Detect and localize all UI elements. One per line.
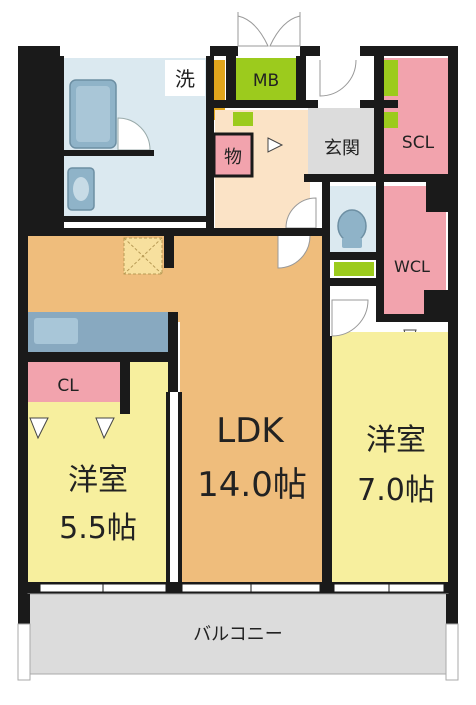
- cl-label: CL: [57, 376, 79, 396]
- ldk-size: 14.0帖: [197, 465, 307, 505]
- mb-box: [235, 58, 297, 100]
- east-bedroom-name: 洋室: [366, 423, 426, 458]
- ldk-name: LDK: [216, 411, 285, 451]
- east-bedroom-size: 7.0帖: [357, 473, 435, 508]
- toilet: [337, 209, 367, 243]
- south-windows: [39, 583, 445, 593]
- top-entrance-door: [237, 12, 301, 48]
- storage-label-2: 物: [224, 147, 242, 168]
- wash-label: 洗: [175, 67, 195, 91]
- entrance-label: 玄関: [324, 138, 360, 159]
- east-bedroom: [332, 332, 448, 582]
- arrow-marker: [267, 137, 284, 153]
- balcony-label: バルコニー: [193, 624, 283, 645]
- green-strip-hall: [233, 112, 253, 126]
- entrance-area: [308, 108, 376, 180]
- wcl-label: WCL: [394, 257, 430, 276]
- ldk-area: [28, 236, 322, 582]
- west-bedroom-name: 洋室: [68, 463, 128, 498]
- balcony-rail: [18, 594, 30, 624]
- scl-label: SCL: [402, 133, 435, 153]
- mb-label: MB: [253, 71, 279, 91]
- cl-closet: [28, 362, 120, 402]
- west-bedroom-size: 5.5帖: [59, 511, 137, 546]
- wash-area: [165, 60, 205, 96]
